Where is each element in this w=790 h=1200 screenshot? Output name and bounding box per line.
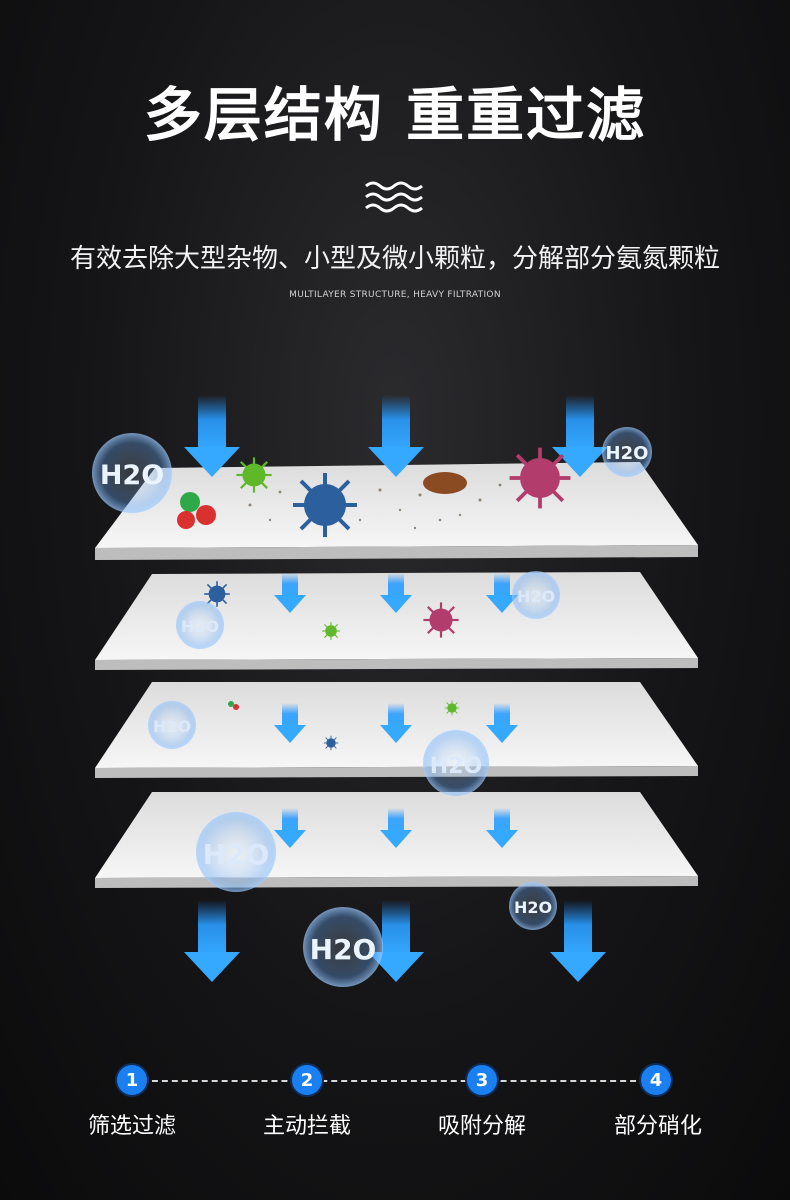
h2o-bubble: H2O	[602, 427, 652, 477]
step-4-number: 4	[641, 1065, 671, 1095]
h2o-bubble: H2O	[303, 907, 383, 987]
step-1-label: 筛选过滤	[87, 1114, 176, 1139]
virus-icon	[291, 471, 359, 539]
step-3-number: 3	[467, 1065, 497, 1095]
svg-text:H2O: H2O	[310, 933, 377, 966]
flow-arrow-icon	[184, 395, 240, 477]
molecule-icon	[177, 492, 216, 529]
pathogen-icon	[507, 445, 573, 511]
step-2-number: 2	[292, 1065, 322, 1095]
svg-text:H2O: H2O	[514, 898, 552, 917]
steps-connector	[132, 1080, 656, 1082]
h2o-bubble: H2O	[509, 882, 557, 930]
step-2-label: 主动拦截	[262, 1114, 351, 1139]
water-wave-icon	[365, 181, 423, 213]
svg-text:H2O: H2O	[181, 617, 219, 636]
h2o-bubble: H2O	[512, 571, 560, 619]
h2o-bubble: H2O	[423, 730, 489, 796]
svg-text:H2O: H2O	[517, 587, 555, 606]
svg-text:H2O: H2O	[606, 443, 649, 464]
page-title: 多层结构 重重过滤	[143, 81, 647, 149]
debris-icon	[423, 472, 467, 494]
subtitle: 有效去除大型杂物、小型及微小颗粒，分解部分氨氮颗粒	[69, 244, 720, 274]
bacteria-icon	[235, 456, 273, 494]
h2o-bubble: H2O	[92, 433, 172, 513]
step-1-number: 1	[117, 1065, 147, 1095]
svg-text:H2O: H2O	[203, 838, 270, 871]
flow-arrow-icon	[368, 395, 424, 477]
h2o-bubble: H2O	[196, 812, 276, 892]
step-4-label: 部分硝化	[613, 1114, 702, 1139]
svg-text:H2O: H2O	[430, 754, 482, 779]
step-3-label: 吸附分解	[437, 1114, 526, 1139]
h2o-bubble: H2O	[148, 701, 196, 749]
svg-text:H2O: H2O	[100, 460, 164, 491]
h2o-bubble: H2O	[176, 601, 224, 649]
svg-text:H2O: H2O	[153, 717, 191, 736]
subtitle-english: MULTILAYER STRUCTURE, HEAVY FILTRATION	[289, 290, 501, 300]
filter-layer-1	[95, 462, 698, 560]
